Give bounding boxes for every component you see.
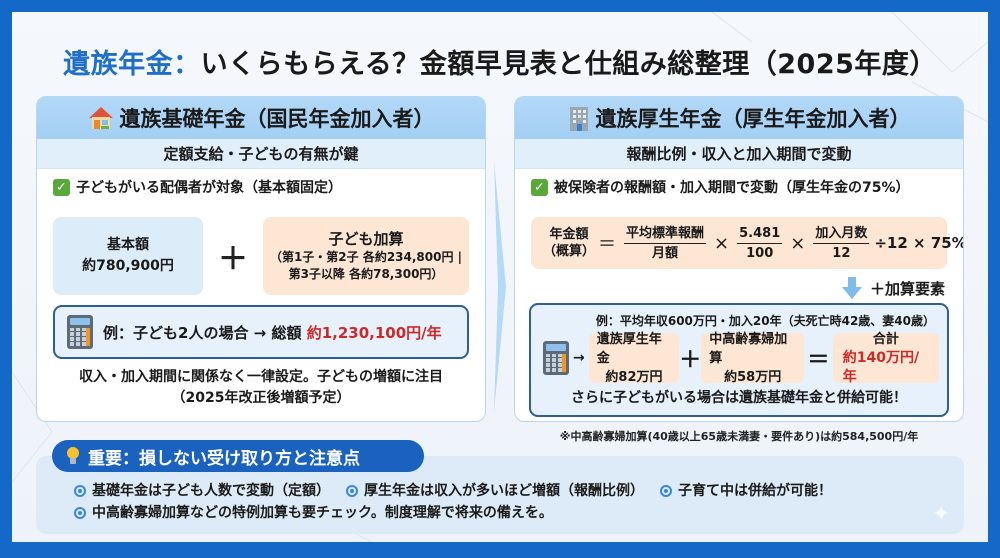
formula-tail: ÷12 × 75% [874,234,964,252]
panel-basic-pension: 遺族基礎年金（国民年金加入者） 定額支給・子どもの有無が鍵 ✓ 子どもがいる配偶… [36,96,486,422]
fraction-salary: 平均標準報酬月額 [624,225,707,262]
base-amount-box: 基本額 約780,900円 [53,217,203,295]
important-heading: 重要：損しない受け取り方と注意点 [52,440,424,472]
item-amount: 約58万円 [724,369,782,385]
total-box: 合計 約140万円/年 [832,331,939,385]
calculator-icon [543,341,569,375]
page-title: 遺族年金：いくらもらえる？金額早見表と仕組み総整理（2025年度） [12,42,988,81]
panel-header: 遺族厚生年金（厚生年金加入者） [515,97,963,139]
bullet-text: 基礎年金は子ども人数で変動（定額） [92,483,330,499]
infographic-frame: 遺族年金：いくらもらえる？金額早見表と仕組み総整理（2025年度） 遺族基礎年金… [12,12,988,542]
important-heading-text: 重要：損しない受け取り方と注意点 [88,448,360,469]
times-sign: × [714,232,730,254]
bullet-icon [74,485,86,497]
additional-elements-label: ＋加算要素 [869,279,945,298]
example-box: 例：子ども2人の場合 → 総額 約1,230,100円/年 [53,305,469,359]
chevron-right-icon [494,162,506,412]
panel-employee-pension: 遺族厚生年金（厚生年金加入者） 報酬比例・収入と加入期間で変動 ✓ 被保険者の報… [514,96,964,422]
bullet-item: 中高齢寡婦加算などの特例加算も要チェック。制度理解で将来の備えを。 [74,502,553,524]
fraction-denominator: 12 [832,245,851,261]
arrow-down-icon [841,277,862,299]
arrow-right-icon: → [573,350,585,366]
child-addition-box: 子ども加算 （第1子・第2子 各約234,800円 | 第3子以降 各約78,3… [263,217,469,295]
calculator-icon [67,315,93,349]
amount-row: 基本額 約780,900円 ＋ 子ども加算 （第1子・第2子 各約234,800… [53,217,469,295]
fraction-numerator: 5.481 [737,225,783,244]
checkmark-icon: ✓ [53,178,70,196]
eligibility-row: ✓ 被保険者の報酬額・加入期間で変動（厚生年金の75%） [515,169,963,197]
panel-subheading: 定額支給・子どもの有無が鍵 [37,139,485,169]
bullet-item: 基礎年金は子ども人数で変動（定額） [74,480,330,502]
fraction-numerator: 加入月数 [813,225,870,244]
example-amount: 約1,230,100円/年 [306,323,442,342]
formula-label-2: （概算） [543,244,596,259]
bullet-icon [346,485,358,497]
base-amount: 約780,900円 [82,258,174,274]
item-label: 遺族厚生年金 [596,331,662,366]
panel-header: 遺族基礎年金（国民年金加入者） [37,97,485,139]
sparkle-icon: ✦ [932,502,951,527]
equals-sign: ＝ [807,348,830,373]
footnote: ※中高齢寡婦加算(40歳以上65歳未満妻・要件あり)は約584,500円/年 [559,430,919,443]
example-calculation: → 遺族厚生年金 約82万円 ＋ 中高齢寡婦加算 約58万円 ＝ 合計 約140… [543,331,939,385]
panel-heading: 遺族厚生年金（厚生年金加入者） [595,107,911,131]
widow-addition-box: 中高齢寡婦加算 約58万円 [701,331,805,385]
plus-sign: ＋ [218,242,248,277]
bullet-item: 厚生年金は収入が多いほど増額（報酬比例） [346,480,644,502]
bullet-text: 厚生年金は収入が多いほど増額（報酬比例） [364,483,644,499]
child-addition-line1: （第1子・第2子 各約234,800円 | [269,250,463,264]
title-accent: 遺族年金： [63,49,201,80]
bullet-text: 中高齢寡婦加算などの特例加算も要チェック。制度理解で将来の備えを。 [92,505,553,521]
example-footer: さらに子どもがいる場合は遺族基礎年金と併給可能！ [571,390,907,406]
total-label: 合計 [872,331,899,347]
formula-label-1: 年金額 [549,227,589,242]
fraction-numerator: 平均標準報酬 [624,225,707,244]
survivor-pension-box: 遺族厚生年金 約82万円 [588,331,680,385]
bullet-line-2: 中高齢寡婦加算などの特例加算も要チェック。制度理解で将来の備えを。 [74,502,832,524]
office-building-icon [569,107,588,131]
equals-sign: ＝ [598,234,617,255]
fraction-denominator: 月額 [652,245,679,261]
times-sign: × [790,232,806,254]
total-amount: 約140万円/年 [842,349,920,385]
eligibility-row: ✓ 子どもがいる配偶者が対象（基本額固定） [37,169,485,197]
bullet-item: 子育て中は併給が可能！ [660,480,832,502]
bullet-icon [74,507,86,519]
fraction-denominator: 100 [746,245,774,261]
bullet-icon [660,485,672,497]
panel-subheading: 報酬比例・収入と加入期間で変動 [515,139,963,169]
bullet-text: 子育て中は併給が可能！ [678,483,832,499]
eligibility-text: 被保険者の報酬額・加入期間で変動（厚生年金の75%） [554,180,910,196]
checkmark-icon: ✓ [531,178,548,196]
plus-sign: ＋ [679,348,702,373]
additional-elements: ＋加算要素 [841,277,945,299]
note-line2: （2025年改正後増額予定） [171,390,351,406]
bullet-line-1: 基礎年金は子ども人数で変動（定額） 厚生年金は収入が多いほど増額（報酬比例） 子… [74,480,832,502]
item-amount: 約82万円 [605,369,663,385]
example-text: 例：子ども2人の場合 → 総額 [103,323,302,342]
basic-pension-note: 収入・加入期間に関係なく一律設定。子どもの増額に注目 （2025年改正後増額予定… [37,367,485,409]
item-label: 中高齢寡婦加算 [709,331,788,366]
example-box: 例：平均年収600万円・加入20年（夫死亡時42歳、妻40歳） → 遺族厚生年金… [529,303,949,417]
child-addition-label: 子ども加算 [328,230,404,248]
note-line1: 収入・加入期間に関係なく一律設定。子どもの増額に注目 [79,369,443,385]
lightbulb-icon [66,446,80,466]
important-bullets: 基礎年金は子ども人数で変動（定額） 厚生年金は収入が多いほど増額（報酬比例） 子… [74,480,832,524]
eligibility-text: 子どもがいる配偶者が対象（基本額固定） [76,180,342,196]
formula-label: 年金額 （概算） [543,226,595,260]
example-condition: 例：平均年収600万円・加入20年（夫死亡時42歳、妻40歳） [595,314,935,328]
panel-heading: 遺族基礎年金（国民年金加入者） [119,107,435,131]
house-icon [88,107,113,129]
base-label: 基本額 [107,237,149,253]
title-rest: いくらもらえる？金額早見表と仕組み総整理（2025年度） [200,49,937,80]
child-addition-line2: 第3子以降 各約78,300円） [288,267,444,281]
